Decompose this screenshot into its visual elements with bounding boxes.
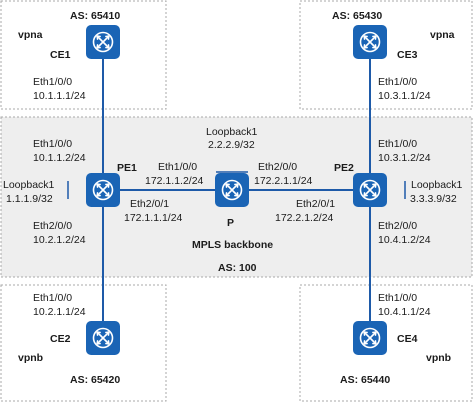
ce1-interface: Eth1/0/0 [33,76,72,88]
as-label-ce2: AS: 65420 [70,374,120,386]
p-loopback-interface: Loopback1 [206,126,258,138]
pe2-up-interface: Eth1/0/0 [378,138,417,150]
ce1-ip: 10.1.1.1/24 [33,90,86,102]
pe1-core-interface: Eth2/0/1 [130,198,169,210]
pe2-core-interface: Eth2/0/1 [296,198,335,210]
router-name-ce4: CE4 [397,333,418,345]
pe1-down-ip: 10.2.1.2/24 [33,234,86,246]
site-area-ce2 [0,284,167,402]
ce3-router-icon[interactable] [352,24,388,60]
pe1-router-icon[interactable] [85,172,121,208]
pe1-loopback-ip: 1.1.1.9/32 [6,193,53,205]
ce4-ip: 10.4.1.1/24 [378,306,431,318]
pe1-loopback-interface: Loopback1 [3,179,55,191]
router-name-ce1: CE1 [50,49,71,61]
as-label-ce1: AS: 65410 [70,10,120,22]
pe2-down-interface: Eth2/0/0 [378,220,417,232]
ce1-router-icon[interactable] [85,24,121,60]
p-right-ip: 172.2.1.1/24 [254,175,313,187]
pe2-core-ip: 172.2.1.2/24 [275,212,334,224]
vpn-label-ce1: vpna [18,29,43,41]
backbone-title: MPLS backbone [192,239,273,251]
p-loopback-ip: 2.2.2.9/32 [208,139,255,151]
pe1-up-ip: 10.1.1.2/24 [33,152,86,164]
ce4-router-icon[interactable] [352,320,388,356]
site-area-ce1 [0,0,167,110]
pe1-core-ip: 172.1.1.1/24 [124,212,183,224]
p-left-interface: Eth1/0/0 [158,161,197,173]
router-name-pe2: PE2 [334,162,354,174]
as-label-ce4: AS: 65440 [340,374,390,386]
backbone-as-label: AS: 100 [218,262,257,274]
vpn-label-ce3: vpna [430,29,455,41]
pe2-loopback-interface: Loopback1 [411,179,463,191]
vpn-label-ce2: vpnb [18,352,43,364]
pe1-down-interface: Eth2/0/0 [33,220,72,232]
p-router-icon[interactable] [214,172,250,208]
router-name-ce3: CE3 [397,49,418,61]
pe2-loopback-ip: 3.3.3.9/32 [410,193,457,205]
pe2-up-ip: 10.3.1.2/24 [378,152,431,164]
pe2-router-icon[interactable] [352,172,388,208]
ce2-ip: 10.2.1.1/24 [33,306,86,318]
pe1-up-interface: Eth1/0/0 [33,138,72,150]
router-name-p: P [227,217,234,229]
ce4-interface: Eth1/0/0 [378,292,417,304]
ce2-interface: Eth1/0/0 [33,292,72,304]
pe2-down-ip: 10.4.1.2/24 [378,234,431,246]
ce3-interface: Eth1/0/0 [378,76,417,88]
p-right-interface: Eth2/0/0 [258,161,297,173]
ce3-ip: 10.3.1.1/24 [378,90,431,102]
p-left-ip: 172.1.1.2/24 [145,175,204,187]
ce2-router-icon[interactable] [85,320,121,356]
as-label-ce3: AS: 65430 [332,10,382,22]
router-name-ce2: CE2 [50,333,71,345]
router-name-pe1: PE1 [117,162,137,174]
vpn-label-ce4: vpnb [426,352,451,364]
